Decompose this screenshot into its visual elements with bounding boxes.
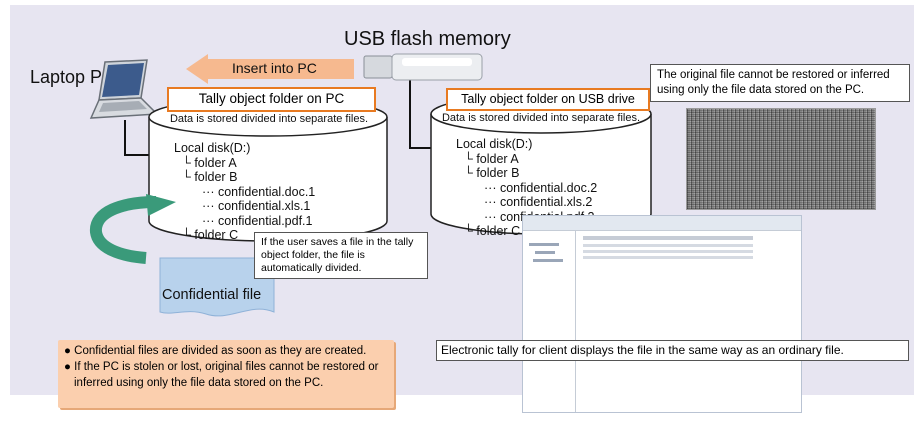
tree-item: ··· confidential.pdf.1 — [202, 213, 313, 228]
tree-item: ··· confidential.doc.1 — [202, 184, 316, 199]
screenshot-folder-pane — [523, 231, 576, 412]
save-divide-note: If the user saves a file in the tally ob… — [254, 232, 428, 279]
laptop-pc-label: Laptop PC — [30, 67, 116, 87]
original-file-note: The original file cannot be restored or … — [650, 64, 910, 102]
tree-item: └ folder A — [182, 155, 237, 170]
pc-folder-title: Tally object folder on PC — [167, 87, 376, 112]
tree-item: Local disk(D:) — [456, 137, 533, 151]
electronic-tally-screenshot — [522, 215, 802, 413]
electronic-tally-note: Electronic tally for client displays the… — [436, 340, 909, 361]
circular-arrow-icon — [90, 194, 176, 264]
bullet-item: ● If the PC is stolen or lost, original … — [64, 361, 379, 373]
tree-item: ··· confidential.xls.1 — [202, 199, 311, 213]
insert-arrow — [186, 54, 354, 84]
tree-item: ··· confidential.doc.2 — [484, 180, 598, 195]
confidential-file-icon — [159, 257, 275, 317]
usb-folder-subtitle: Data is stored divided into separate fil… — [441, 112, 641, 124]
laptop-icon — [89, 59, 159, 119]
screenshot-toolbar — [523, 216, 801, 231]
key-points-box: ● Confidential files are divided as soon… — [58, 340, 394, 408]
tree-item: └ folder B — [182, 170, 238, 184]
usb-flash-memory-title: USB flash memory — [344, 28, 511, 50]
tree-item: └ folder C — [464, 224, 521, 238]
tree-item: └ folder C — [182, 228, 239, 242]
tree-item: Local disk(D:) — [174, 141, 251, 155]
insert-into-pc-label: Insert into PC — [232, 60, 317, 76]
pc-folder-tree: Local disk(D:) └ folder A └ folder B ···… — [174, 141, 315, 243]
usb-folder-title: Tally object folder on USB drive — [446, 88, 650, 111]
pc-folder-subtitle: Data is stored divided into separate fil… — [169, 113, 369, 125]
bullet-item: ● Confidential files are divided as soon… — [64, 345, 367, 357]
confidential-file-label: Confidential file — [162, 287, 262, 303]
tree-item: └ folder A — [464, 151, 519, 166]
tree-item: └ folder B — [464, 166, 520, 180]
usb-drive-icon — [363, 53, 483, 81]
bullet-item: inferred using only the file data stored… — [74, 377, 324, 389]
scrambled-data-image — [686, 108, 876, 210]
tree-item: ··· confidential.xls.2 — [484, 195, 593, 209]
